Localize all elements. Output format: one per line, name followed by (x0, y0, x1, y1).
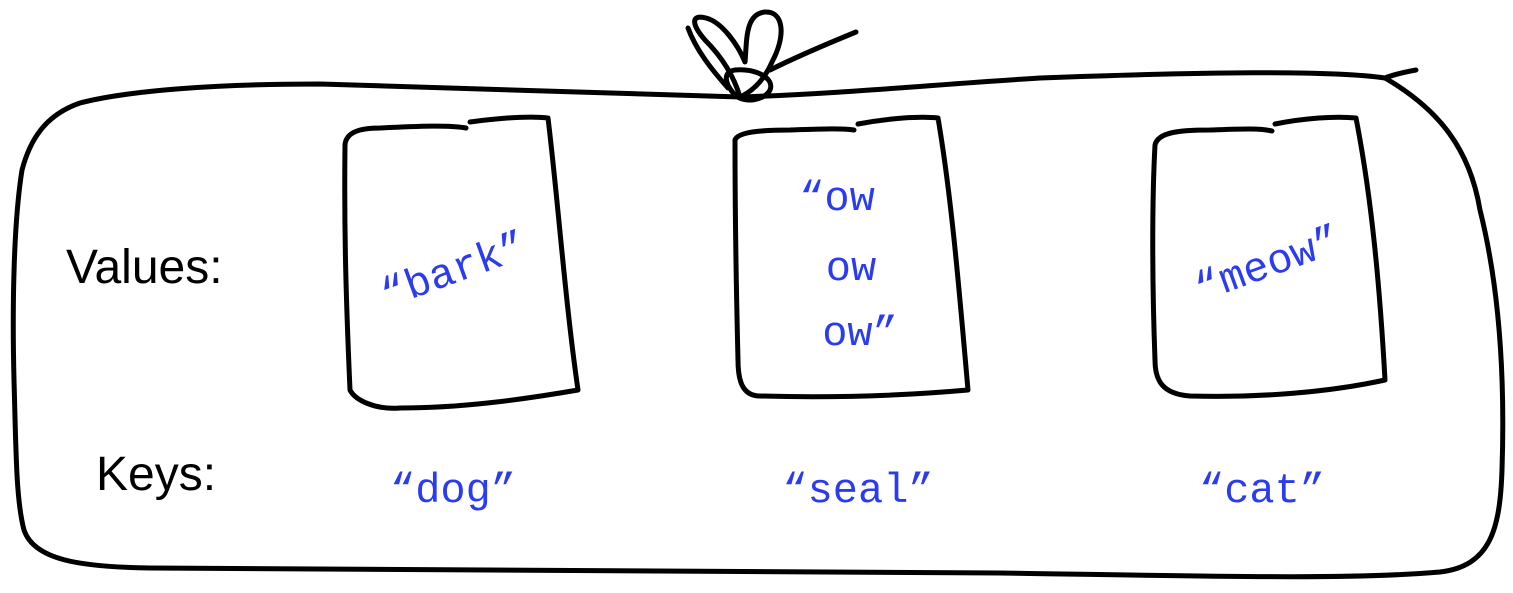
values-row-label: Values: (66, 241, 223, 294)
key-text-dog: “dog” (390, 467, 516, 515)
bag-knot-icon (688, 12, 856, 100)
dictionary-container-tail (1385, 70, 1416, 78)
value-text-dog: “bark” (375, 223, 534, 320)
value-text-cat: “meow” (1189, 217, 1348, 314)
value-text-seal-line-1: “ow (799, 175, 875, 223)
key-text-cat: “cat” (1199, 467, 1325, 515)
value-text-seal-line-3: ow” (822, 310, 898, 358)
key-text-seal: “seal” (782, 467, 933, 515)
value-text-seal-line-2: ow (826, 245, 876, 293)
keys-row-label: Keys: (96, 448, 216, 501)
